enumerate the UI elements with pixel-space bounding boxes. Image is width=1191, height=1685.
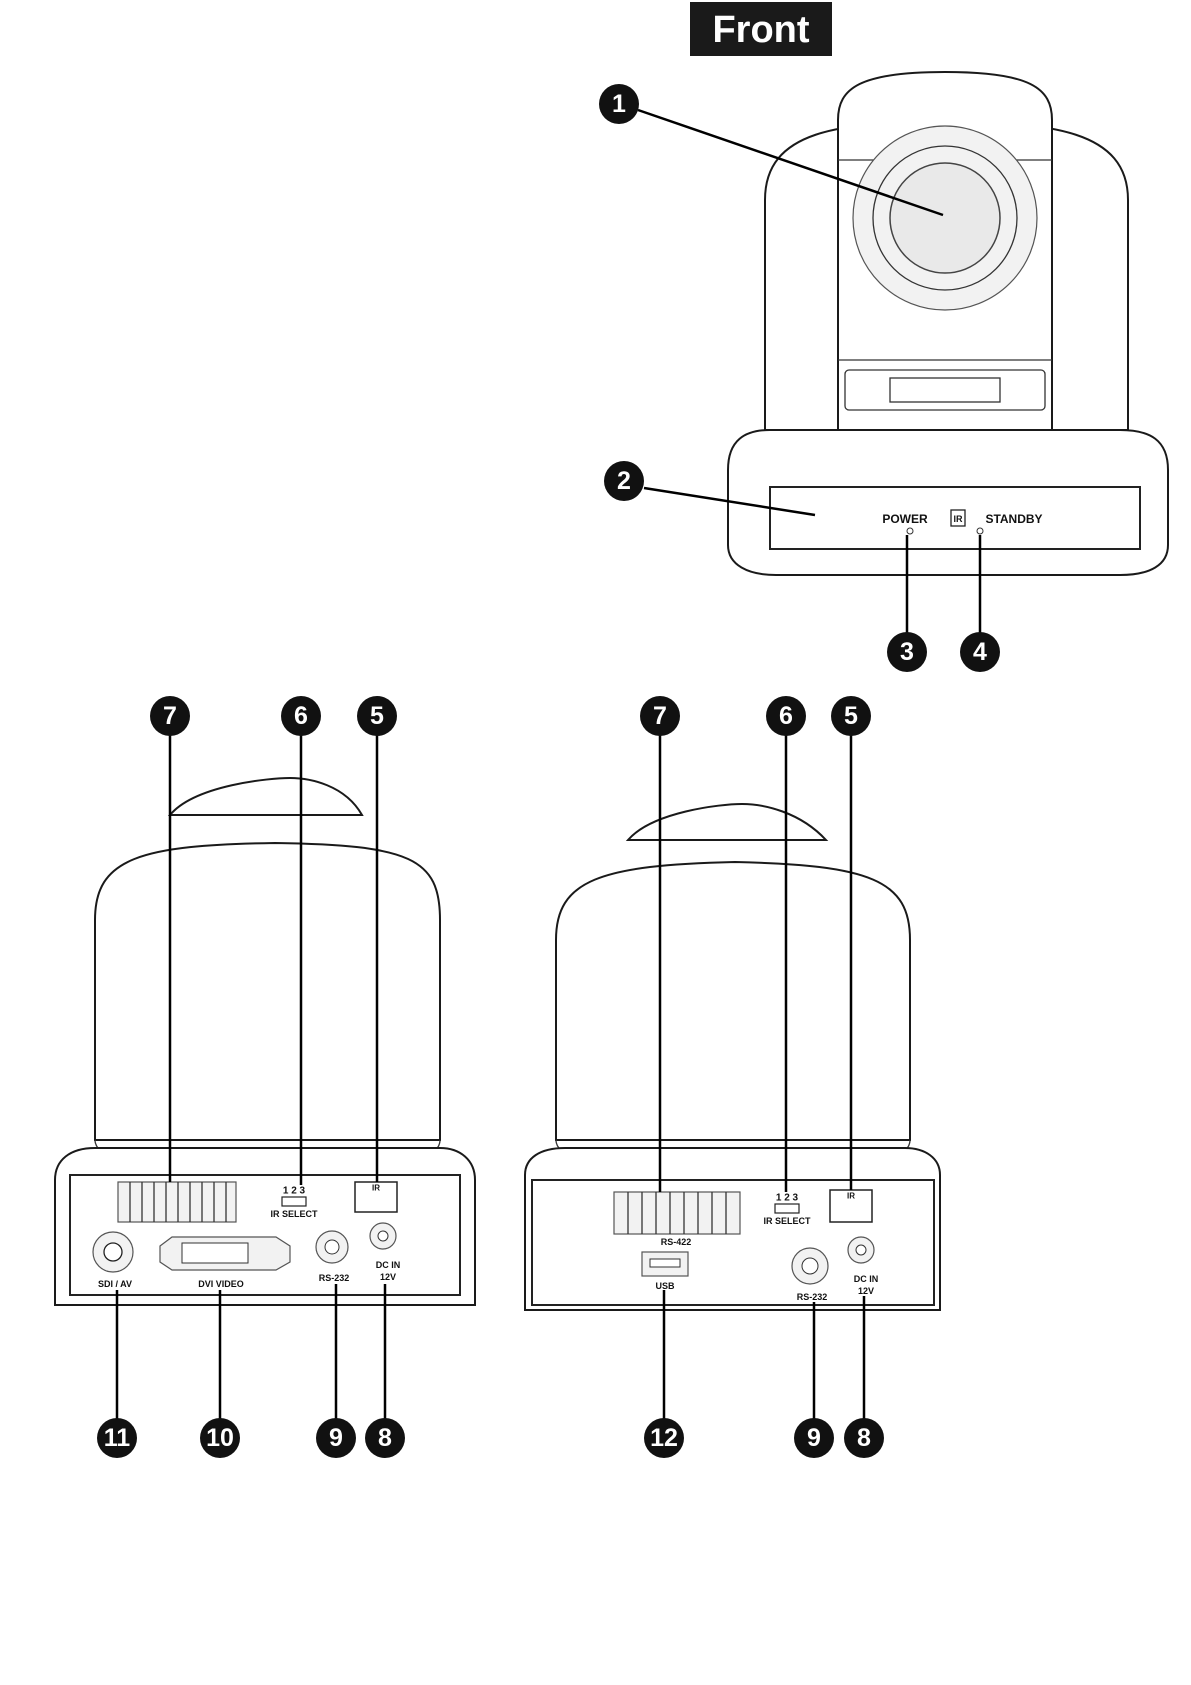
callout-rr-9: 9 — [794, 1418, 834, 1458]
svg-text:12: 12 — [650, 1424, 678, 1452]
rear-right-dc-in-label: DC IN — [854, 1274, 879, 1284]
rear-camera-left: 1 2 3 IR SELECT IR SDI / AV DVI VIDEO RS… — [55, 778, 475, 1305]
rear-left-terminal-block — [118, 1182, 236, 1222]
rear-right-ir-select-label: IR SELECT — [763, 1216, 811, 1226]
rear-left-ir-select-numbers: 1 2 3 — [283, 1186, 306, 1197]
rear-right-ir-select-numbers: 1 2 3 — [776, 1193, 799, 1204]
svg-text:9: 9 — [807, 1424, 821, 1452]
rear-left-dc-voltage-label: 12V — [380, 1272, 396, 1282]
callout-rr-5: 5 — [831, 696, 871, 736]
callout-3: 3 — [887, 632, 927, 672]
callout-rl-11: 11 — [97, 1418, 137, 1458]
callout-4: 4 — [960, 632, 1000, 672]
rear-left-dome — [170, 778, 362, 815]
svg-text:8: 8 — [857, 1424, 871, 1452]
svg-text:2: 2 — [617, 467, 631, 495]
svg-text:1: 1 — [612, 90, 626, 118]
dvi-label: DVI VIDEO — [198, 1279, 244, 1289]
rear-right-ir-select-switch — [775, 1204, 799, 1213]
standby-label: STANDBY — [985, 512, 1042, 526]
svg-text:9: 9 — [329, 1424, 343, 1452]
svg-text:8: 8 — [378, 1424, 392, 1452]
rear-right-body — [556, 862, 910, 1140]
front-camera: POWER IR STANDBY — [728, 72, 1168, 575]
svg-text:11: 11 — [104, 1424, 131, 1452]
rear-right-dc-voltage-label: 12V — [858, 1286, 874, 1296]
svg-text:5: 5 — [370, 702, 384, 730]
callout-rl-9: 9 — [316, 1418, 356, 1458]
callout-rl-6: 6 — [281, 696, 321, 736]
rear-left-body — [95, 843, 440, 1140]
svg-text:10: 10 — [206, 1424, 234, 1452]
callout-rr-7: 7 — [640, 696, 680, 736]
power-led — [907, 528, 913, 534]
svg-text:3: 3 — [900, 638, 914, 666]
rear-camera-right: RS-422 1 2 3 IR SELECT IR USB RS-232 DC … — [525, 804, 940, 1310]
rear-right-dome — [628, 804, 826, 840]
sdi-label: SDI / AV — [98, 1279, 132, 1289]
svg-text:7: 7 — [653, 702, 667, 730]
rear-right-rs232-label: RS-232 — [797, 1292, 828, 1302]
svg-text:5: 5 — [844, 702, 858, 730]
rear-left-ir-select-label: IR SELECT — [270, 1209, 318, 1219]
callout-rl-7: 7 — [150, 696, 190, 736]
rear-left-rs232-label: RS-232 — [319, 1273, 350, 1283]
standby-led — [977, 528, 983, 534]
power-label: POWER — [882, 512, 928, 526]
rear-right-ir-window-label: IR — [847, 1192, 855, 1201]
callout-1: 1 — [599, 84, 639, 124]
callout-rl-5: 5 — [357, 696, 397, 736]
svg-text:6: 6 — [294, 702, 308, 730]
rear-left-ir-select-switch — [282, 1197, 306, 1206]
callout-rl-8: 8 — [365, 1418, 405, 1458]
usb-label: USB — [655, 1281, 675, 1291]
front-title: Front — [690, 2, 832, 56]
svg-text:4: 4 — [973, 638, 987, 666]
svg-text:7: 7 — [163, 702, 177, 730]
callout-rr-6: 6 — [766, 696, 806, 736]
callout-rr-12: 12 — [644, 1418, 684, 1458]
svg-text:6: 6 — [779, 702, 793, 730]
ir-window-label: IR — [954, 514, 964, 524]
lens-icon — [890, 163, 1000, 273]
rear-right-terminal-block — [614, 1192, 740, 1234]
callout-rr-8: 8 — [844, 1418, 884, 1458]
rear-left-ir-window-label: IR — [372, 1184, 380, 1193]
callout-rl-10: 10 — [200, 1418, 240, 1458]
rs422-label: RS-422 — [661, 1237, 692, 1247]
callout-2: 2 — [604, 461, 644, 501]
front-title-text: Front — [712, 9, 809, 51]
rear-left-dc-in-label: DC IN — [376, 1260, 401, 1270]
